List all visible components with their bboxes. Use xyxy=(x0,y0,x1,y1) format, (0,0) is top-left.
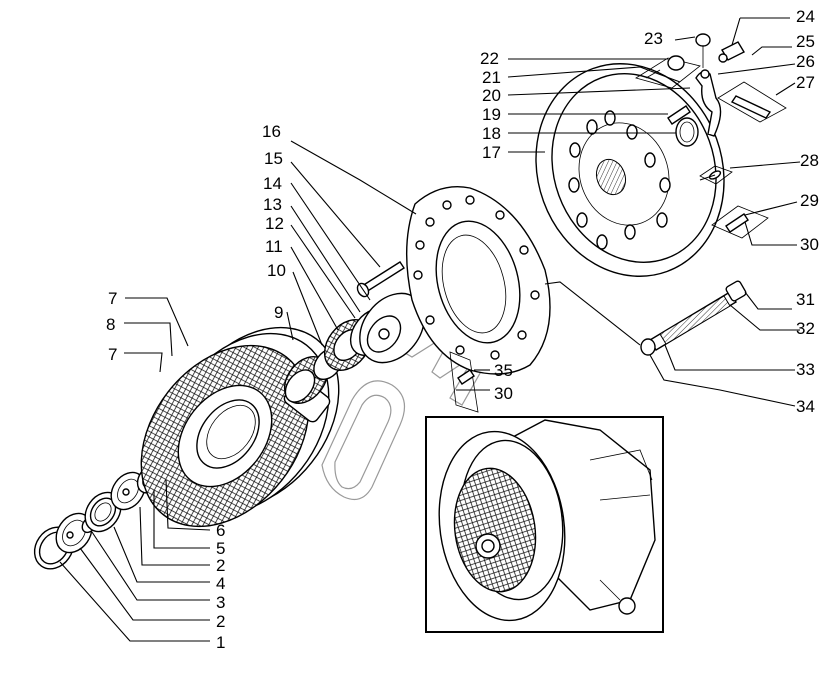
callout-28: 28 xyxy=(800,151,819,170)
callout-30-upper: 30 xyxy=(800,235,819,254)
callout-24: 24 xyxy=(796,7,815,26)
callout-12: 12 xyxy=(265,214,284,233)
part-18-o-ring xyxy=(675,117,699,147)
callout-23: 23 xyxy=(644,29,663,48)
callout-26: 26 xyxy=(796,52,815,71)
callout-27: 27 xyxy=(796,73,815,92)
callout-7-upper: 7 xyxy=(108,289,117,308)
callout-16: 16 xyxy=(262,122,281,141)
callout-labels: 1 2 3 4 2 5 6 7 8 7 9 10 11 12 13 14 15 … xyxy=(106,7,819,652)
flywheel-bolt-holes xyxy=(568,110,671,250)
inset-assembled-view xyxy=(425,416,664,633)
callout-17: 17 xyxy=(482,143,501,162)
part-20-lever xyxy=(695,69,722,137)
callout-19: 19 xyxy=(482,105,501,124)
leader-lines xyxy=(59,17,801,642)
callout-18: 18 xyxy=(482,124,501,143)
callout-15: 15 xyxy=(264,149,283,168)
callout-35: 35 xyxy=(494,361,513,380)
callout-11: 11 xyxy=(265,237,283,256)
callout-22: 22 xyxy=(480,49,499,68)
callout-14: 14 xyxy=(263,174,282,193)
part-22-nut xyxy=(635,55,701,89)
assembly-line xyxy=(544,281,641,346)
part-29-bolt xyxy=(711,205,769,239)
callout-4: 4 xyxy=(216,574,225,593)
part-31-34-bolt-spring xyxy=(640,280,747,356)
callout-31: 31 xyxy=(796,290,815,309)
part-17-flywheel xyxy=(535,63,725,277)
part-35-bolt xyxy=(449,351,479,413)
callout-13: 13 xyxy=(263,195,282,214)
callout-30-lower: 30 xyxy=(494,384,513,403)
part-23-washer xyxy=(695,33,711,68)
callout-2-inner: 2 xyxy=(216,556,225,575)
callout-10: 10 xyxy=(267,261,286,280)
callout-6: 6 xyxy=(216,521,225,540)
callout-1: 1 xyxy=(216,633,225,652)
callout-32: 32 xyxy=(796,319,815,338)
callout-9: 9 xyxy=(274,303,283,322)
callout-21: 21 xyxy=(482,68,501,87)
callout-8: 8 xyxy=(106,315,115,334)
callout-20: 20 xyxy=(482,86,501,105)
part-27-pin xyxy=(717,81,787,123)
part-19-bolt xyxy=(667,105,691,125)
callout-25: 25 xyxy=(796,32,815,51)
callout-33: 33 xyxy=(796,360,815,379)
callout-3: 3 xyxy=(216,593,225,612)
callout-5: 5 xyxy=(216,539,225,558)
callout-34: 34 xyxy=(796,397,815,416)
callout-2: 2 xyxy=(216,612,225,631)
part-24-fitting xyxy=(718,41,745,63)
part-15-bolt xyxy=(356,261,405,298)
callout-7-lower: 7 xyxy=(108,345,117,364)
part-16-pressure-plate xyxy=(406,186,551,375)
callout-29: 29 xyxy=(800,191,819,210)
